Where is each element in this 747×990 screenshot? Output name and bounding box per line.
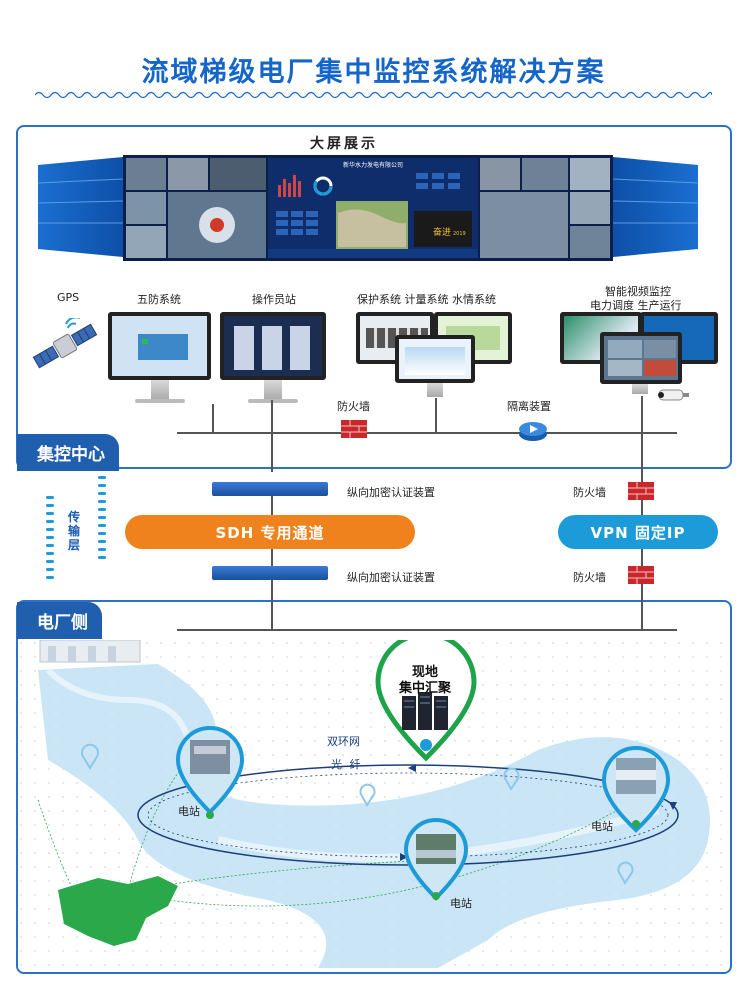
control-center-tag: 集控中心: [17, 434, 119, 471]
wufang-monitor: [108, 312, 211, 380]
vpn-channel-pill: VPN 固定IP: [558, 515, 718, 549]
wufang-system-label: 五防系统: [137, 293, 181, 306]
hub-label-line1: 现地: [411, 665, 438, 680]
operator-station-label: 操作员站: [252, 293, 296, 306]
gps-label: GPS: [57, 291, 80, 304]
encryption-device-bottom: [212, 566, 328, 580]
firewall-cc-label: 防火墙: [337, 400, 370, 413]
page-title: 流域梯级电厂集中监控系统解决方案: [141, 57, 606, 88]
encryption-device-top-label: 纵向加密认证装置: [347, 486, 435, 499]
transport-layer-label: 传 输 层: [67, 510, 80, 552]
isolation-device-label: 隔离装置: [507, 400, 551, 413]
fiber-label: 光 纤: [331, 758, 363, 771]
video-monitor-center: [600, 332, 682, 384]
encryption-device-top: [212, 482, 328, 496]
plant-side-tag: 电厂侧: [17, 602, 102, 639]
isolation-device-icon: [519, 422, 547, 441]
river-network-scene: [18, 640, 728, 968]
sdh-channel-pill: SDH 专用通道: [125, 515, 415, 549]
hydrology-monitor: [395, 335, 475, 383]
video-monitoring-label: 智能视频监控: [605, 285, 671, 298]
satellite-icon: [32, 318, 98, 369]
encryption-device-bottom-label: 纵向加密认证装置: [347, 571, 435, 584]
camera-icon: [658, 389, 689, 401]
firewall-icon: [341, 420, 367, 438]
firewall-vpn-bottom-label: 防火墙: [573, 571, 606, 584]
big-screen-label: 大屏展示: [310, 136, 378, 152]
title-underline-wave: [35, 91, 712, 99]
svg-text:新华水力发电有限公司: 新华水力发电有限公司: [343, 161, 403, 169]
dispatch-production-label: 电力调度 生产运行: [590, 299, 682, 312]
svg-text:2019: 2019: [453, 231, 466, 237]
hub-label-line2: 集中汇聚: [398, 681, 451, 696]
firewall-icon: [628, 566, 654, 584]
firewall-icon: [628, 482, 654, 500]
big-screen-wall: 新华水力发电有限公司 奋进 2019: [38, 155, 698, 261]
svg-text:奋进: 奋进: [433, 226, 451, 238]
ring-network-label: 双环网: [327, 735, 360, 748]
protection-metering-hydrology-label: 保护系统 计量系统 水情系统: [357, 293, 496, 306]
firewall-vpn-top-label: 防火墙: [573, 486, 606, 499]
video-tiles-left: [126, 158, 266, 258]
station-right-label: 电站: [591, 820, 613, 833]
operator-monitor: [220, 312, 326, 380]
video-tiles-right: [480, 158, 610, 258]
station-center-label: 电站: [450, 897, 472, 910]
station-left-label: 电站: [178, 805, 200, 818]
signal-waves-icon: [46, 476, 106, 579]
